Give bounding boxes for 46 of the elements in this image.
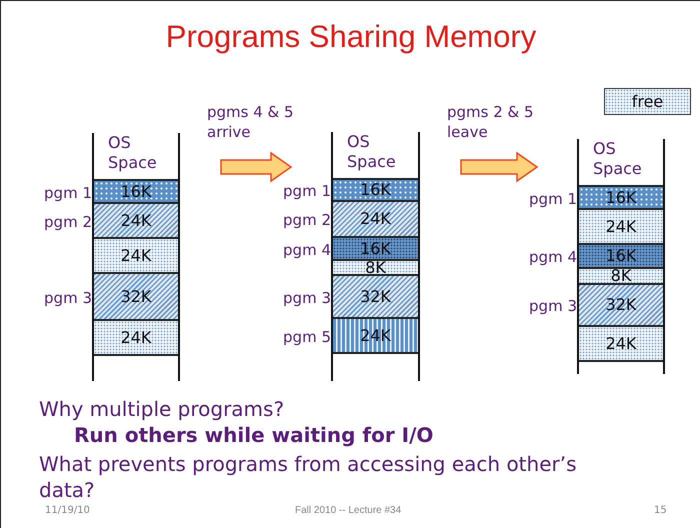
- size-label: 24K: [120, 248, 152, 264]
- legend-label: free: [632, 92, 664, 111]
- size-label: 32K: [120, 288, 152, 304]
- size-label: 16K: [606, 190, 636, 206]
- program-label: pgm 3: [44, 288, 92, 306]
- program-label: pgm 2: [283, 211, 331, 229]
- program-label: pgm 2: [44, 212, 92, 230]
- size-label: 8K: [610, 268, 632, 284]
- footer-text: Fall 2010 -- Lecture #34: [295, 505, 402, 516]
- footer-date: 11/19/10: [45, 505, 90, 516]
- block-arrow: [460, 152, 538, 182]
- memory-block: [579, 208, 663, 245]
- program-label: pgm 4: [529, 248, 577, 266]
- edge-label: pgms 4 & 5 arrive: [207, 102, 295, 142]
- program-label: pgm 1: [283, 182, 331, 200]
- size-label: 32K: [360, 288, 391, 304]
- column-heading: OS Space: [108, 133, 158, 173]
- column-heading: OS Space: [593, 139, 643, 179]
- memory-block: [579, 325, 663, 362]
- size-label: 24K: [606, 218, 636, 234]
- program-label: pgm 4: [283, 240, 331, 258]
- column-heading: OS Space: [347, 132, 397, 172]
- size-label: 24K: [120, 212, 152, 228]
- size-label: 32K: [606, 297, 636, 313]
- size-label: 8K: [365, 260, 386, 276]
- size-label: 16K: [120, 184, 152, 200]
- program-label: pgm 1: [44, 184, 92, 202]
- question-text: What prevents programs from accessing each other’s data?: [39, 451, 578, 503]
- size-label: 24K: [120, 330, 152, 346]
- memory-block: [94, 319, 178, 356]
- size-label: 24K: [360, 211, 391, 227]
- program-label: pgm 5: [283, 328, 331, 346]
- question-text: Why multiple programs?: [39, 397, 284, 421]
- program-label: pgm 3: [529, 297, 577, 315]
- size-label: 16K: [360, 182, 391, 198]
- slide-title: Programs Sharing Memory: [164, 19, 538, 55]
- program-label: pgm 1: [529, 190, 577, 208]
- size-label: 16K: [606, 248, 636, 264]
- size-label: 24K: [606, 336, 636, 352]
- page-number: 15: [654, 505, 667, 516]
- memory-block: [94, 237, 178, 274]
- answer-text: Run others while waiting for I/O: [74, 423, 434, 447]
- block-arrow: [220, 152, 292, 182]
- size-label: 16K: [360, 240, 391, 256]
- edge-label: pgms 2 & 5 leave: [447, 102, 535, 142]
- program-label: pgm 3: [283, 288, 331, 306]
